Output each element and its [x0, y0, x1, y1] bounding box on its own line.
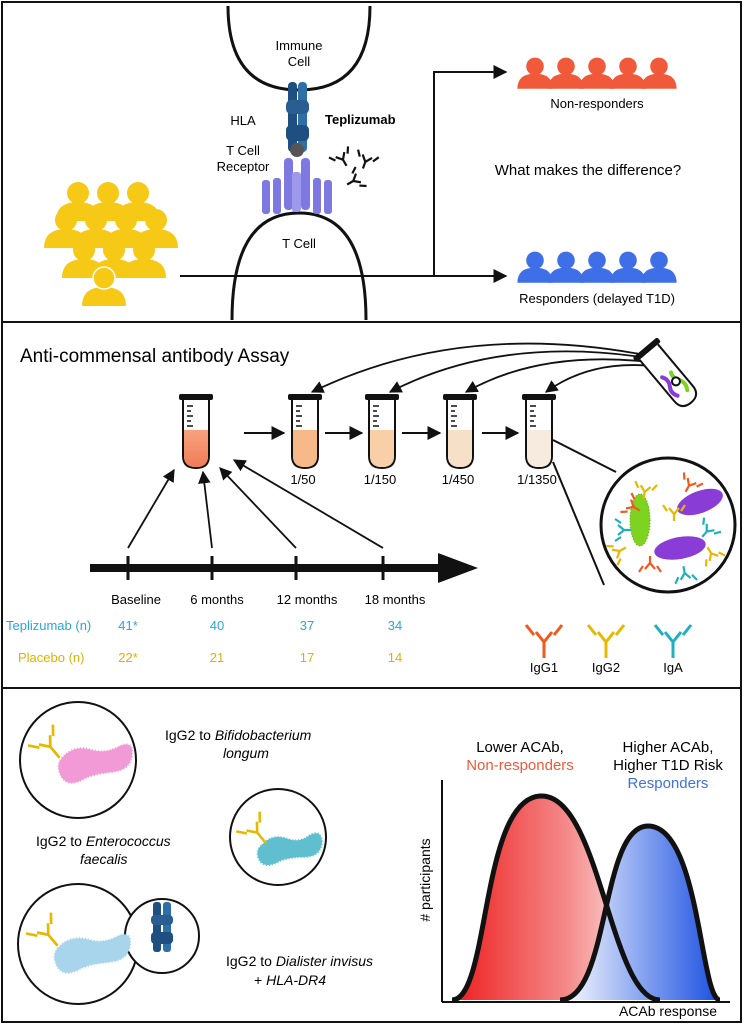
bacteria-arrows	[310, 342, 653, 393]
dilution-tube-1	[287, 393, 323, 469]
bifido-caption: IgG2 to Bifidobacterium	[165, 727, 312, 743]
lower-acab-label: Lower ACAb,	[476, 739, 564, 756]
timeline-arrowhead	[438, 553, 478, 583]
teplizumab-row: Teplizumab (n) 41* 40 37 34	[6, 618, 402, 633]
tcr-label-2: Receptor	[217, 159, 270, 174]
immune-cell-label-1: Immune	[276, 38, 323, 53]
nonresponder-curve	[451, 793, 661, 1003]
bifido-caption-2: longum	[223, 745, 269, 761]
dilution-label-3: 1/450	[442, 472, 475, 487]
teplizumab-row-label: Teplizumab (n)	[6, 618, 91, 633]
plot-xlabel: ACAb response	[619, 1003, 717, 1019]
higher-acab-label: Higher ACAb,	[623, 739, 714, 756]
t-cell-membrane	[230, 211, 368, 321]
nonresponders-plot-label: Non-responders	[466, 757, 574, 774]
dilution-tube-2	[364, 393, 400, 469]
placebo-n-12mo: 17	[300, 650, 314, 665]
dilution-label-1: 1/50	[290, 472, 315, 487]
panel-2-title: Anti-commensal antibody Assay	[20, 346, 290, 367]
placebo-n-18mo: 14	[388, 650, 402, 665]
igg2-label: IgG2	[592, 660, 620, 675]
entero-caption: IgG2 to Enterococcus	[36, 833, 171, 849]
igg2-icon	[586, 623, 626, 660]
iga-label: IgA	[663, 660, 683, 675]
teplizumab-n-6mo: 40	[210, 618, 224, 633]
higher-risk-label: Higher T1D Risk	[613, 757, 723, 774]
plot-ylabel: # participants	[417, 838, 433, 921]
arrow-to-nonresponders	[180, 65, 508, 277]
antibody-legend: IgG1 IgG2 IgA	[524, 623, 693, 675]
cohort-outlines	[92, 266, 116, 290]
immune-cell-label-2: Cell	[288, 54, 311, 69]
igg1-label: IgG1	[530, 660, 558, 675]
hla-dr4-icon	[151, 902, 173, 952]
hla-label: HLA	[230, 113, 256, 128]
dilution-tube-3	[442, 393, 478, 469]
entero-bacterium	[256, 832, 324, 866]
dialister-bacterium	[53, 933, 132, 974]
timepoint-arrows	[127, 459, 384, 549]
teplizumab-n-18mo: 34	[388, 618, 402, 633]
responders-plot-label: Responders	[628, 775, 709, 792]
zoom-circle	[599, 456, 737, 594]
drug-label: Teplizumab	[325, 112, 396, 127]
zoom-line-top	[552, 439, 617, 473]
teplizumab-n-12mo: 37	[300, 618, 314, 633]
timepoint-baseline: Baseline	[111, 592, 161, 607]
timepoint-12mo: 12 months	[277, 592, 338, 607]
teplizumab-antibodies	[327, 145, 380, 196]
responder-curve-fill	[560, 826, 720, 1000]
sample-tube	[178, 393, 214, 469]
responder-curve	[559, 823, 722, 1003]
timepoint-18mo: 18 months	[365, 592, 426, 607]
bifido-bacterium	[57, 743, 134, 784]
entero-caption-2: faecalis	[80, 851, 127, 867]
placebo-n-baseline: 22*	[118, 650, 138, 665]
question-text: What makes the difference?	[495, 162, 682, 179]
dilution-tube-4	[521, 393, 557, 469]
tcr-complex	[262, 158, 332, 214]
zoom-line-bottom	[552, 461, 605, 586]
teplizumab-n-baseline: 41*	[118, 618, 138, 633]
distribution-plot: # participants ACAb response	[417, 780, 730, 1019]
nonresponders-label: Non-responders	[550, 96, 644, 111]
responders-label: Responders (delayed T1D)	[519, 291, 675, 306]
dialister-caption: IgG2 to Dialister invisus	[226, 953, 373, 969]
responder-icons	[517, 251, 677, 283]
dilution-label-4: 1/1350	[517, 472, 557, 487]
nonresponder-icons	[517, 57, 677, 89]
placebo-n-6mo: 21	[210, 650, 224, 665]
bacteria-tube-icon	[633, 337, 698, 408]
placebo-row: Placebo (n) 22* 21 17 14	[18, 650, 402, 665]
peptide	[290, 143, 304, 157]
igg1-icon	[524, 623, 564, 660]
timeline-ticks	[126, 556, 385, 580]
t-cell-label: T Cell	[282, 236, 316, 251]
panel-3-border	[1, 687, 742, 1023]
iga-icon	[653, 623, 693, 660]
dilution-label-2: 1/150	[364, 472, 397, 487]
placebo-row-label: Placebo (n)	[18, 650, 84, 665]
dialister-caption-2: + HLA-DR4	[254, 972, 326, 988]
tcr-label-1: T Cell	[226, 143, 260, 158]
hla-molecule	[286, 82, 309, 152]
timepoint-6mo: 6 months	[190, 592, 244, 607]
